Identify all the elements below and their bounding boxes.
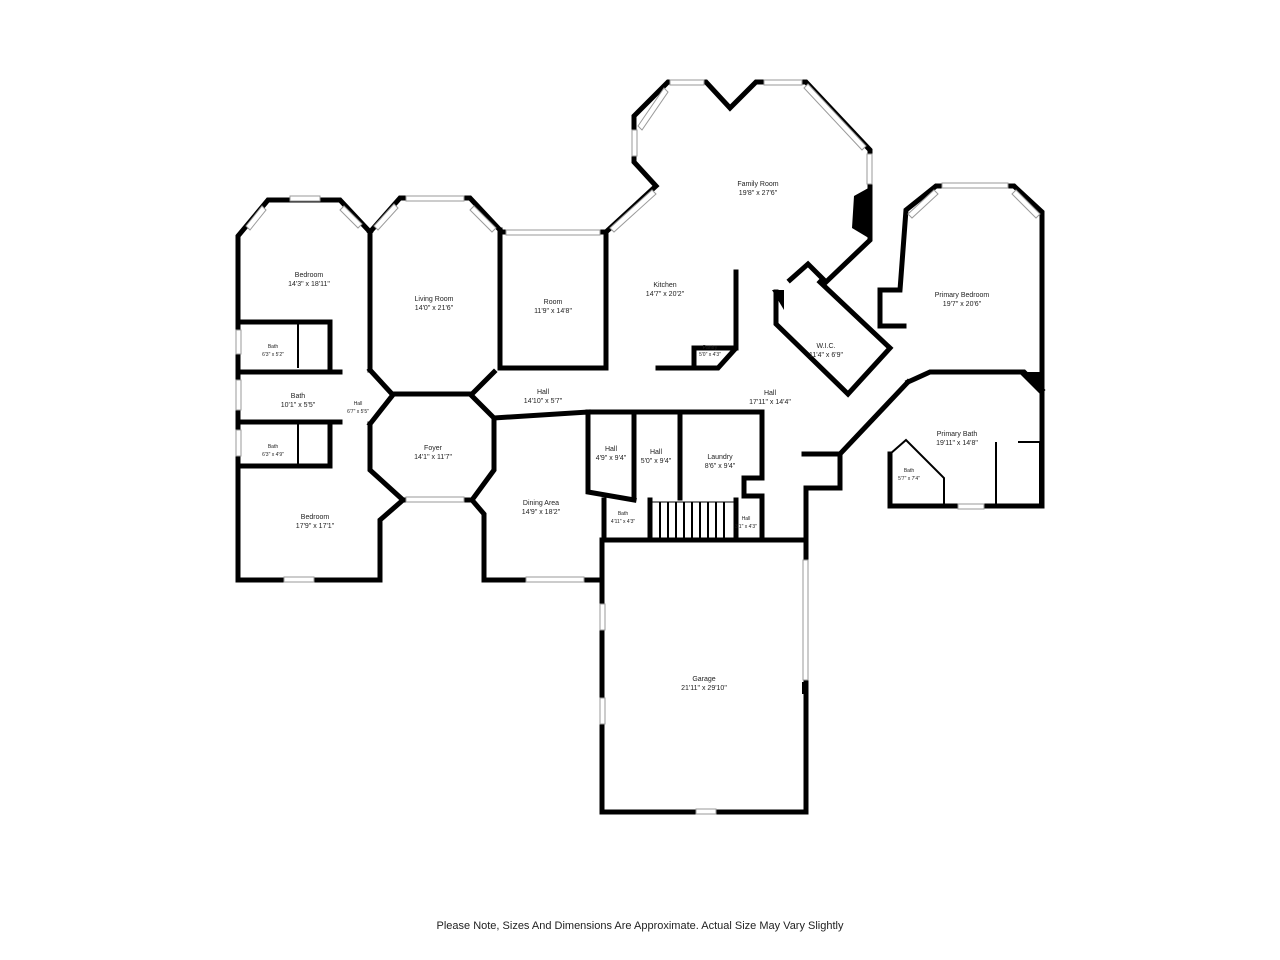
room-label-bath-4: Bath	[904, 468, 915, 474]
room-label-bedroom-1: Bedroom	[295, 272, 324, 279]
room-dims-family-room: 19'8" x 27'6"	[739, 190, 778, 197]
room-label-bath-2: Bath	[291, 393, 306, 400]
west-wing-walls	[235, 197, 407, 583]
room-dims-dining-area: 14'9" x 18'2"	[522, 509, 561, 516]
room-dims-wic: 11'4" x 6'9"	[809, 352, 843, 359]
room-labels: Bedroom 14'3" x 18'11" Living Room 14'0"…	[262, 181, 989, 692]
room-label-primary-bath: Primary Bath	[937, 431, 978, 438]
room-label-bath-5: Bath	[618, 511, 629, 517]
room-dims-foyer: 14'1" x 11'7"	[414, 454, 452, 461]
room-dims-living-room: 14'0" x 21'6"	[415, 305, 454, 312]
room-label-hall-2: Hall	[537, 389, 550, 396]
room-label-room: Room	[544, 299, 563, 306]
room-dims-garage: 21'11" x 29'10"	[681, 685, 727, 692]
room-dims-hall-2: 14'10" x 5'7"	[524, 398, 563, 405]
wic-corner	[772, 290, 784, 310]
room-label-kitchen: Kitchen	[653, 282, 676, 289]
room-dims-laundry: 8'6" x 9'4"	[705, 463, 736, 470]
room-dims-hall-4: 4'9" x 9'4"	[596, 455, 627, 462]
primary-suite-windows	[907, 182, 1041, 510]
stairs	[651, 501, 735, 539]
room-windows	[505, 229, 601, 236]
room-label-dining-area: Dining Area	[523, 500, 559, 507]
room-dims-hall-1: 6'7" x 5'5"	[347, 409, 369, 415]
corner-tub	[1018, 372, 1044, 398]
room-dims-bath-2: 10'1" x 5'5"	[281, 402, 316, 409]
room-dims-bedroom-2: 17'9" x 17'1"	[296, 523, 335, 530]
room-label-hall-3: Hall	[764, 390, 777, 397]
room-label-living-room: Living Room	[415, 296, 454, 303]
room-dims-hall-6: 3'1" x 4'3"	[735, 524, 757, 530]
room-dims-bath-4: 5'7" x 7'4"	[898, 476, 920, 482]
room-label-hall-4: Hall	[605, 446, 618, 453]
room-label-garage: Garage	[692, 676, 715, 683]
room-dims-room: 11'9" x 14'8"	[534, 308, 572, 315]
room-dims-bedroom-1: 14'3" x 18'11"	[288, 281, 330, 288]
room-label-family-room: Family Room	[737, 181, 778, 188]
core-walls	[366, 195, 605, 583]
room-label-bedroom-2: Bedroom	[301, 514, 330, 521]
room-label-pantry: Pantry	[703, 345, 718, 351]
room-dims-kitchen: 14'7" x 20'2"	[646, 291, 685, 298]
room-label-bath-3: Bath	[268, 444, 279, 450]
room-label-bath-1: Bath	[268, 344, 279, 350]
room-walls	[491, 229, 807, 543]
room-dims-primary-bath: 19'11" x 14'8"	[936, 440, 978, 447]
room-label-foyer: Foyer	[424, 445, 443, 452]
family-room-windows	[609, 79, 873, 233]
room-label-laundry: Laundry	[707, 454, 733, 461]
room-dims-bath-3: 6'3" x 4'9"	[262, 452, 284, 458]
core-windows	[373, 195, 585, 583]
room-dims-hall-3: 17'11" x 14'4"	[749, 399, 791, 406]
fireplace	[852, 186, 872, 240]
west-wing-windows	[235, 195, 363, 583]
room-dims-bath-1: 6'3" x 5'2"	[262, 352, 284, 358]
room-dims-primary-bedroom: 19'7" x 20'6"	[943, 301, 982, 308]
room-label-wic: W.I.C.	[816, 343, 835, 350]
room-dims-pantry: 5'0" x 4'3"	[699, 352, 721, 358]
room-label-hall-5: Hall	[650, 449, 663, 456]
room-label-primary-bedroom: Primary Bedroom	[935, 292, 990, 299]
room-label-hall-1: Hall	[354, 401, 363, 407]
room-label-hall-6: Hall	[742, 516, 751, 522]
room-dims-bath-5: 4'11" x 4'3"	[611, 519, 635, 525]
primary-suite-walls	[801, 183, 1046, 543]
garage-windows	[599, 559, 809, 815]
room-dims-hall-5: 5'0" x 9'4"	[641, 458, 672, 465]
disclaimer-text: Please Note, Sizes And Dimensions Are Ap…	[436, 920, 844, 932]
